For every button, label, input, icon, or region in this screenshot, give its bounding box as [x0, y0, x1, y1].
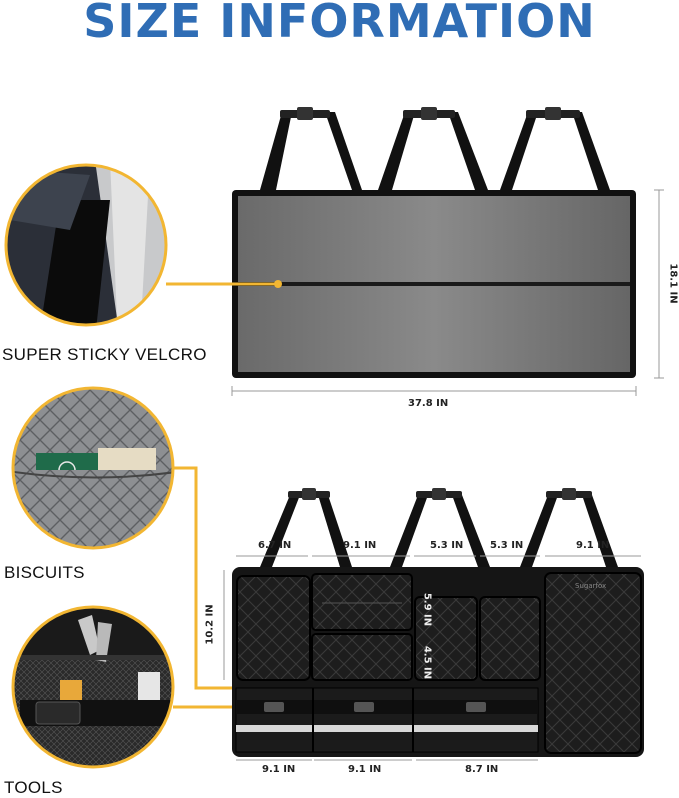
velcro-closeup: [6, 165, 166, 325]
bottom-dim-1: 9.1 IN: [262, 764, 296, 775]
top-dim-3: 5.3 IN: [430, 540, 464, 551]
pocket-dim-lower: 4.5 IN: [421, 645, 433, 680]
biscuits-label: BISCUITS: [4, 563, 85, 582]
pocket-dim-upper: 5.9 IN: [421, 592, 433, 627]
back-width-dim: 37.8 IN: [408, 398, 449, 409]
tools-closeup: [13, 607, 173, 767]
brand-label: Sugarfox: [575, 582, 607, 590]
page-title: SIZE INFORMATION: [83, 0, 596, 48]
top-dim-4: 5.3 IN: [490, 540, 524, 551]
top-dim-1: 6.7 IN: [258, 540, 292, 551]
left-dim: 10.2 IN: [204, 604, 216, 645]
front-panel-straps: [260, 488, 618, 567]
biscuits-closeup: [13, 388, 173, 548]
tools-label: TOOLS: [4, 778, 63, 797]
bottom-dim-2: 9.1 IN: [348, 764, 382, 775]
velcro-label: SUPER STICKY VELCRO: [2, 345, 207, 364]
top-dim-5: 9.1 IN: [576, 540, 610, 551]
back-panel-straps: [260, 107, 610, 190]
bottom-dim-3: 8.7 IN: [465, 764, 499, 775]
back-height-dim: 18.1 IN: [667, 263, 679, 304]
top-dim-2: 9.1 IN: [343, 540, 377, 551]
